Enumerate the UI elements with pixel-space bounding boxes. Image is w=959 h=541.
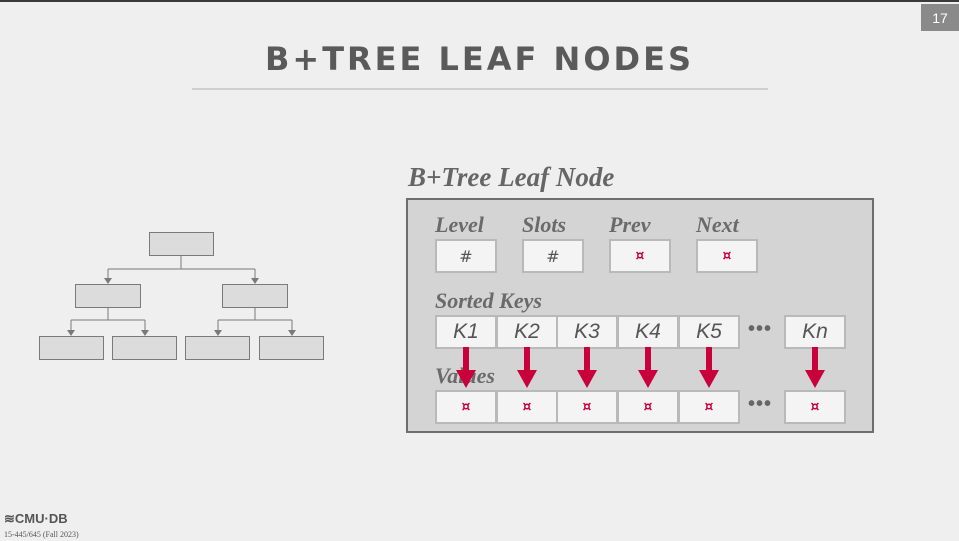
key-label: K1 (453, 320, 479, 343)
keys-ellipsis: ••• (748, 318, 773, 340)
title-underline (192, 88, 768, 90)
prev-pointer-icon: ¤ (635, 248, 645, 264)
tree-inner-node (75, 284, 141, 308)
tree-root-node (149, 232, 214, 256)
tree-diagram (30, 222, 340, 372)
top-border (0, 0, 959, 2)
slots-cell: # (522, 239, 584, 273)
next-label: Next (696, 212, 739, 237)
leaf-node-box: Level Slots Prev Next # # ¤ ¤ Sorted Key… (406, 198, 874, 433)
values-ellipsis: ••• (748, 393, 773, 415)
down-arrow-icon (456, 347, 476, 388)
value-pointer-icon: ¤ (461, 399, 471, 415)
page-number: 17 (921, 4, 959, 31)
tree-leaf-node (39, 336, 104, 360)
tree-inner-node (222, 284, 288, 308)
down-arrow-icon (638, 347, 658, 388)
key-label: Kn (802, 320, 828, 343)
cmu-db-logo: ≋CMU·DB (4, 511, 68, 526)
slots-value: # (546, 246, 560, 266)
slots-label: Slots (522, 212, 567, 237)
leaf-node-caption: B+Tree Leaf Node (408, 162, 615, 192)
slide-title: B+TREE LEAF NODES (265, 40, 694, 78)
value-pointer-icon: ¤ (522, 399, 532, 415)
down-arrow-icon (699, 347, 719, 388)
tree-leaf-node (185, 336, 250, 360)
value-cell: ¤ (435, 390, 497, 424)
key-label: K4 (635, 320, 661, 343)
prev-label: Prev (609, 212, 651, 237)
value-pointer-icon: ¤ (643, 399, 653, 415)
down-arrow-icon (517, 347, 537, 388)
tree-leaf-node (112, 336, 177, 360)
tree-leaf-node (259, 336, 324, 360)
key-cell: K1 (435, 315, 497, 349)
level-label: Level (435, 212, 484, 237)
key-label: K2 (514, 320, 540, 343)
level-cell: # (435, 239, 497, 273)
prev-pointer-cell: ¤ (609, 239, 671, 273)
sorted-keys-label: Sorted Keys (435, 288, 542, 313)
key-label: K3 (574, 320, 600, 343)
value-pointer-icon: ¤ (810, 399, 820, 415)
value-cell: ¤ (784, 390, 846, 424)
level-value: # (459, 246, 473, 266)
value-pointer-icon: ¤ (582, 399, 592, 415)
value-cell: ¤ (678, 390, 740, 424)
key-value-arrows (456, 347, 825, 388)
key-cell: K5 (678, 315, 740, 349)
down-arrow-icon (577, 347, 597, 388)
value-pointer-icon: ¤ (704, 399, 714, 415)
tree-connectors (67, 256, 296, 336)
down-arrow-icon (805, 347, 825, 388)
value-cell: ¤ (556, 390, 618, 424)
course-label: 15-445/645 (Fall 2023) (4, 530, 79, 539)
key-cell: K4 (617, 315, 679, 349)
next-pointer-cell: ¤ (696, 239, 758, 273)
key-label: K5 (696, 320, 722, 343)
next-pointer-icon: ¤ (722, 248, 732, 264)
